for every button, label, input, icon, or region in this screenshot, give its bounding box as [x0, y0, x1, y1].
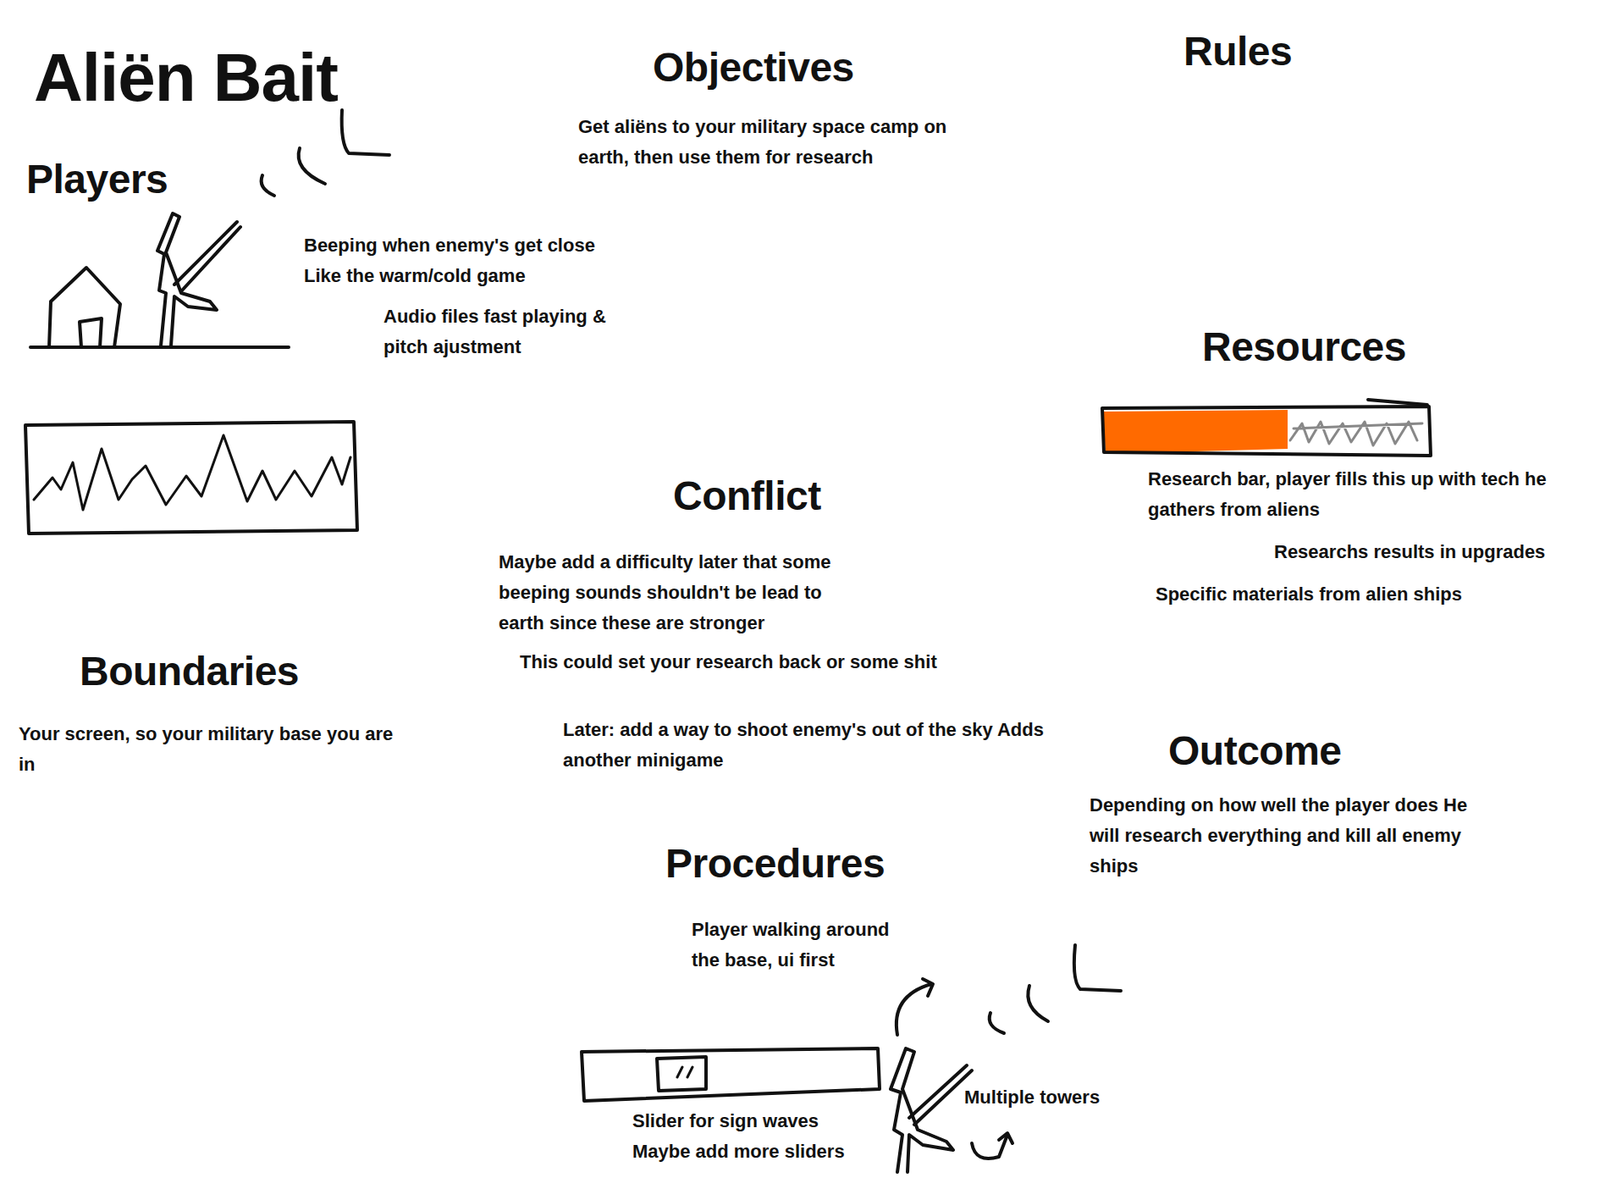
signal-arc	[1027, 985, 1049, 1021]
section-heading: Boundaries	[79, 649, 299, 695]
design-note: Player walking around the base, ui first	[691, 914, 912, 976]
radar-tower	[890, 1048, 954, 1172]
section-heading: Rules	[1183, 29, 1292, 75]
sketch-title: Aliën Bait	[33, 44, 338, 112]
radar-dish	[174, 221, 241, 292]
design-note: Multiple towers	[964, 1081, 1100, 1113]
house-door	[79, 318, 102, 348]
design-note: Slider for sign waves Maybe add more sli…	[632, 1105, 870, 1167]
slider-track	[581, 1048, 880, 1101]
design-note: Researchs results in upgrades	[1274, 536, 1545, 568]
research-scribble	[1290, 421, 1423, 446]
slider-thumb	[656, 1056, 707, 1091]
rotate-arrow	[971, 1132, 1013, 1159]
design-note: This could set your research back or som…	[519, 646, 1045, 678]
radar-tower	[157, 213, 217, 346]
waveform	[33, 435, 351, 510]
signal-arc	[1074, 944, 1121, 991]
design-note: Beeping when enemy's get close Like the …	[303, 230, 626, 292]
signal-arc	[298, 148, 326, 184]
radar-dish	[909, 1064, 972, 1125]
design-note: Specific materials from alien ships	[1155, 579, 1562, 610]
section-heading: Procedures	[665, 841, 885, 887]
signal-arc	[261, 175, 275, 196]
design-note: Depending on how well the player does He…	[1089, 789, 1471, 882]
section-heading: Outcome	[1168, 728, 1342, 774]
research-bar-corner	[1368, 399, 1428, 405]
slider-grip	[677, 1066, 693, 1077]
section-heading: Conflict	[673, 474, 822, 519]
signal-arc	[989, 1012, 1005, 1033]
design-note: Your screen, so your military base you a…	[18, 718, 409, 780]
design-note: Audio files fast playing & pitch ajustme…	[383, 301, 638, 363]
design-note: Later: add a way to shoot enemy's out of…	[562, 714, 1063, 776]
design-note: Maybe add a difficulty later that some b…	[498, 546, 838, 639]
rotate-arrow	[896, 978, 933, 1035]
design-note: Research bar, player fills this up with …	[1147, 463, 1589, 525]
research-progress	[1103, 409, 1288, 454]
signal-arc	[342, 110, 390, 155]
section-heading: Objectives	[652, 45, 855, 91]
research-bar	[1102, 406, 1431, 456]
design-note: Get aliëns to your military space camp o…	[578, 111, 977, 173]
house	[49, 267, 121, 348]
section-heading: Players	[26, 157, 168, 203]
waveform-box	[25, 421, 358, 534]
section-heading: Resources	[1202, 325, 1407, 370]
